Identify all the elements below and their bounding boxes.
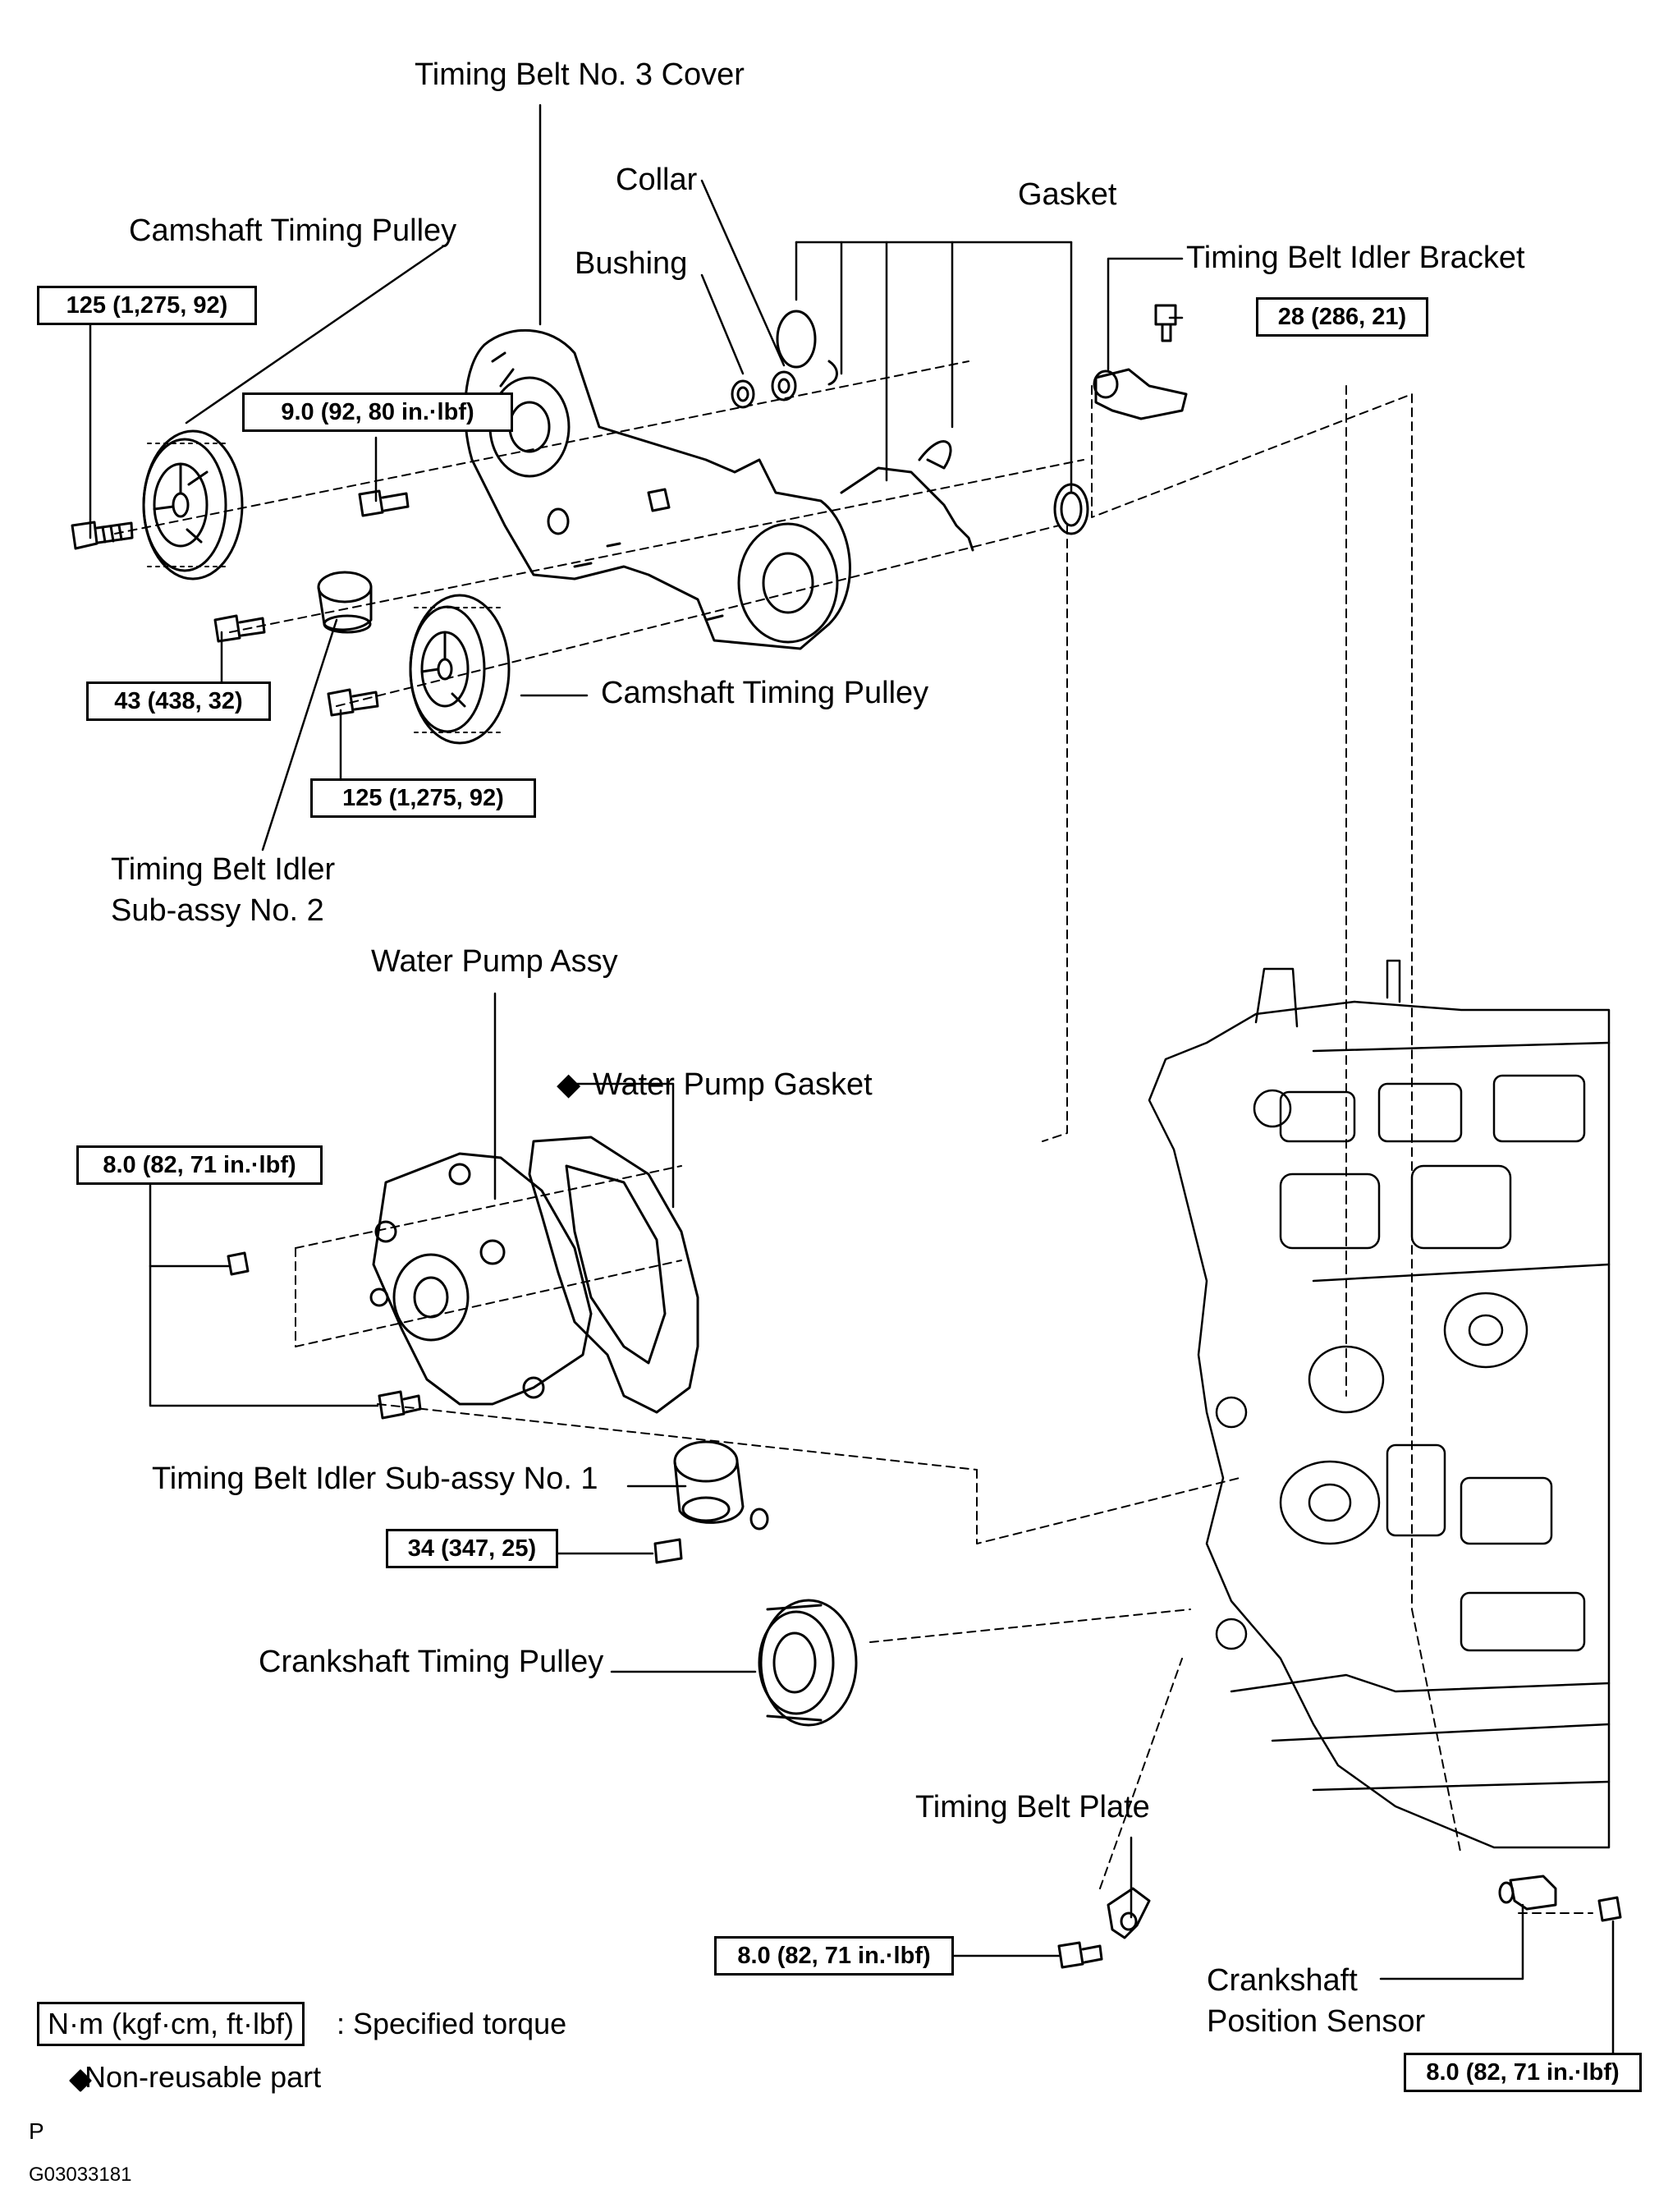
torque-idler-no2: 43 (438, 32) xyxy=(86,681,271,721)
legend-torque-text: : Specified torque xyxy=(337,2007,567,2040)
bolt-sensor xyxy=(1597,1896,1622,1922)
label-bushing: Bushing xyxy=(575,246,688,281)
bolt-cam-mid xyxy=(327,688,379,717)
gasket-rings xyxy=(776,310,1089,552)
nonreusable-diamond-marker: ◆ xyxy=(557,1067,581,1102)
bolt-water-pump-upper xyxy=(227,1251,250,1276)
camshaft-timing-pulley-upper xyxy=(142,429,244,581)
label-idler-no2-line1: Timing Belt Idler xyxy=(111,852,336,887)
label-gasket: Gasket xyxy=(1018,177,1117,212)
label-timing-belt-plate: Timing Belt Plate xyxy=(915,1790,1150,1824)
torque-sensor: 8.0 (82, 71 in.·lbf) xyxy=(1404,2053,1642,2092)
bolt-idler2 xyxy=(213,614,266,643)
legend-nonreusable-text: Non-reusable part xyxy=(85,2060,322,2094)
torque-water-pump: 8.0 (82, 71 in.·lbf) xyxy=(76,1145,323,1185)
timing-belt-idler-bracket xyxy=(1093,368,1188,420)
label-idler-bracket: Timing Belt Idler Bracket xyxy=(1186,241,1525,275)
bolt-bracket xyxy=(1154,304,1177,342)
footer-letter: P xyxy=(29,2118,44,2144)
torque-cover-bolt: 9.0 (92, 80 in.·lbf) xyxy=(242,392,513,432)
footer-figure-code: G03033181 xyxy=(29,2164,132,2186)
camshaft-timing-pulley-middle xyxy=(409,594,511,745)
collar-part xyxy=(771,370,797,402)
torque-cam-middle: 125 (1,275, 92) xyxy=(310,778,536,818)
label-camshaft-pulley-middle: Camshaft Timing Pulley xyxy=(601,676,929,710)
label-timing-belt-no3-cover: Timing Belt No. 3 Cover xyxy=(415,57,745,92)
crankshaft-position-sensor xyxy=(1498,1875,1557,1911)
label-water-pump: Water Pump Assy xyxy=(371,944,618,979)
label-crankshaft-pulley: Crankshaft Timing Pulley xyxy=(259,1645,604,1679)
torque-idler-no1: 34 (347, 25) xyxy=(386,1529,558,1568)
bolt-water-pump-lower xyxy=(378,1390,422,1420)
label-crank-sensor-line1: Crankshaft xyxy=(1207,1963,1358,1998)
label-collar: Collar xyxy=(616,163,698,197)
water-pump-assy xyxy=(369,1152,593,1406)
timing-belt-idler-no1 xyxy=(653,1440,769,1564)
torque-cam-upper: 125 (1,275, 92) xyxy=(37,286,257,325)
timing-belt-idler-no2 xyxy=(317,571,373,634)
torque-idler-bracket: 28 (286, 21) xyxy=(1256,297,1428,337)
non-reusable-diamond-icon xyxy=(69,2069,92,2092)
leader-lines xyxy=(89,103,1615,2054)
torque-belt-plate: 8.0 (82, 71 in.·lbf) xyxy=(714,1936,954,1976)
label-camshaft-pulley-upper: Camshaft Timing Pulley xyxy=(129,213,457,248)
label-idler-no2-line2: Sub-assy No. 2 xyxy=(111,893,324,928)
bolt-cam-upper xyxy=(71,521,134,550)
label-crank-sensor-line2: Position Sensor xyxy=(1207,2004,1426,2039)
bolt-cover xyxy=(358,489,410,517)
water-pump-gasket xyxy=(528,1136,699,1414)
timing-belt-plate xyxy=(1107,1887,1151,1939)
label-water-pump-gasket: Water Pump Gasket xyxy=(593,1067,873,1102)
legend-torque-unit-box: N·m (kgf·cm, ft·lbf) xyxy=(37,2002,305,2046)
engine-block xyxy=(1148,959,1611,1849)
crankshaft-timing-pulley xyxy=(758,1599,858,1727)
label-idler-no1: Timing Belt Idler Sub-assy No. 1 xyxy=(152,1462,598,1496)
bolt-belt-plate xyxy=(1057,1941,1103,1969)
bushing-part xyxy=(731,379,755,409)
